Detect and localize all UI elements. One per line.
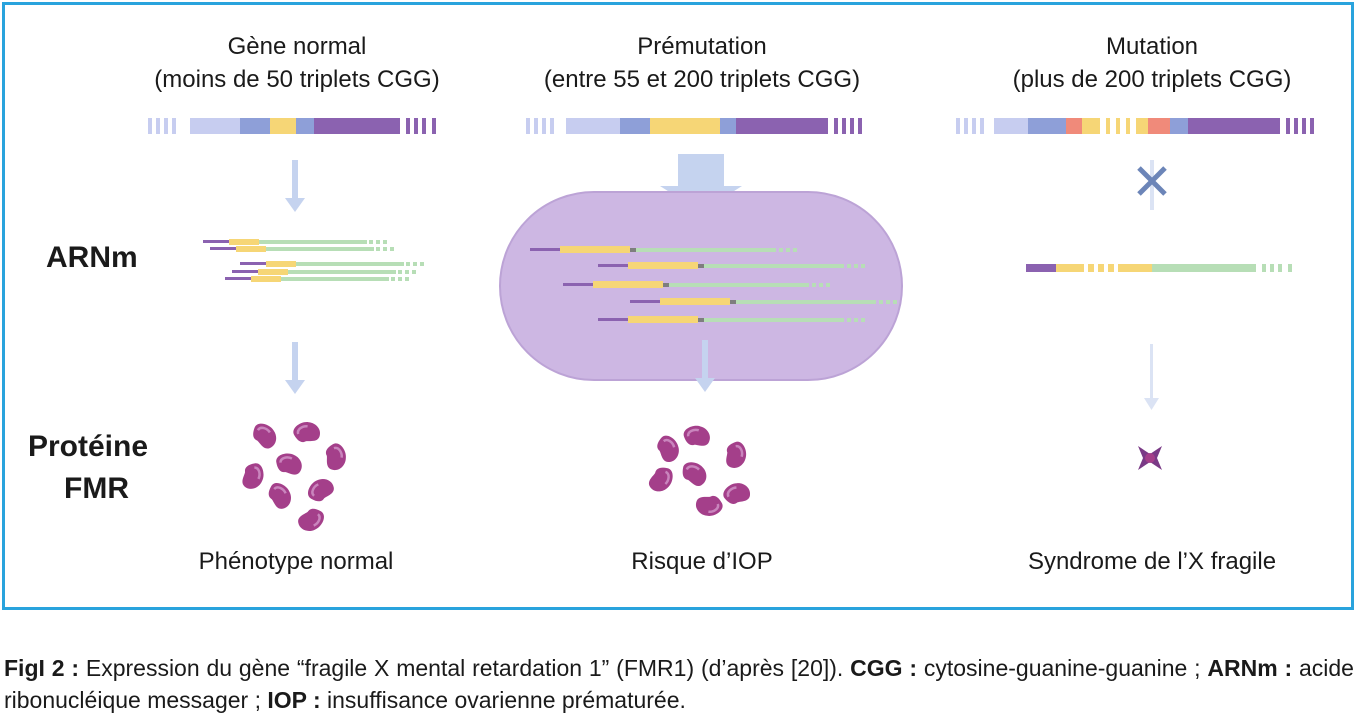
mutation-blocked-transcription (1137, 160, 1167, 210)
premutation-gene-dna (526, 118, 862, 134)
mutation-mrna (1026, 264, 1292, 272)
column-normal-subtitle: (moins de 50 triplets CGG) (154, 66, 440, 93)
row-label-protein-line2: FMR (64, 472, 129, 505)
column-premutation-header: Prémutation (entre 55 et 200 triplets CG… (492, 30, 912, 96)
column-premutation-title: Prémutation (637, 33, 767, 60)
phenotype-premutation: Risque d’IOP (631, 548, 773, 575)
mutation-gene-dna (956, 118, 1314, 134)
caption-term-cgg: CGG : (850, 655, 918, 681)
normal-arrow-mrna-to-protein (285, 342, 305, 394)
fmr1-expression-diagram (148, 118, 1314, 538)
row-label-protein-line1: Protéine (28, 430, 149, 463)
mutation-arrow-mrna-to-protein (1144, 344, 1159, 410)
phenotype-mutation: Syndrome de l’X fragile (1027, 548, 1277, 575)
figure-caption: FigI 2 : Expression du gène “fragile X m… (4, 652, 1354, 716)
premutation-protein-cluster (646, 420, 755, 523)
phenotype-normal: Phénotype normal (198, 548, 394, 575)
row-label-protein: Protéine FMR (28, 426, 148, 510)
column-normal-header: Gène normal (moins de 50 triplets CGG) (87, 30, 507, 96)
caption-figure-text: Expression du gène “fragile X mental ret… (79, 655, 851, 681)
normal-protein-cluster (238, 415, 353, 538)
caption-def-iop: insuffisance ovarienne prématurée. (320, 687, 686, 713)
column-normal-title: Gène normal (227, 33, 367, 60)
caption-term-iop: IOP : (267, 687, 321, 713)
column-mutation-header: Mutation (plus de 200 triplets CGG) (942, 30, 1359, 96)
column-premutation-subtitle: (entre 55 et 200 triplets CGG) (543, 66, 861, 93)
caption-term-arnm: ARNm : (1207, 655, 1293, 681)
mutation-residual-protein (1138, 446, 1162, 470)
premutation-cell-with-excess-mrna (499, 191, 903, 381)
row-label-mrna: ARNm (46, 241, 138, 274)
normal-arrow-dna-to-mrna (285, 160, 305, 212)
caption-def-cgg: cytosine-guanine-guanine ; (917, 655, 1208, 681)
column-mutation-title: Mutation (1105, 33, 1199, 60)
column-mutation-subtitle: (plus de 200 triplets CGG) (1012, 66, 1292, 93)
caption-def-arnm: acide ribonucléique messager ; (4, 655, 1354, 713)
normal-mrna (203, 239, 424, 282)
normal-gene-dna (148, 118, 436, 134)
caption-figure-label: FigI 2 : (4, 655, 80, 681)
